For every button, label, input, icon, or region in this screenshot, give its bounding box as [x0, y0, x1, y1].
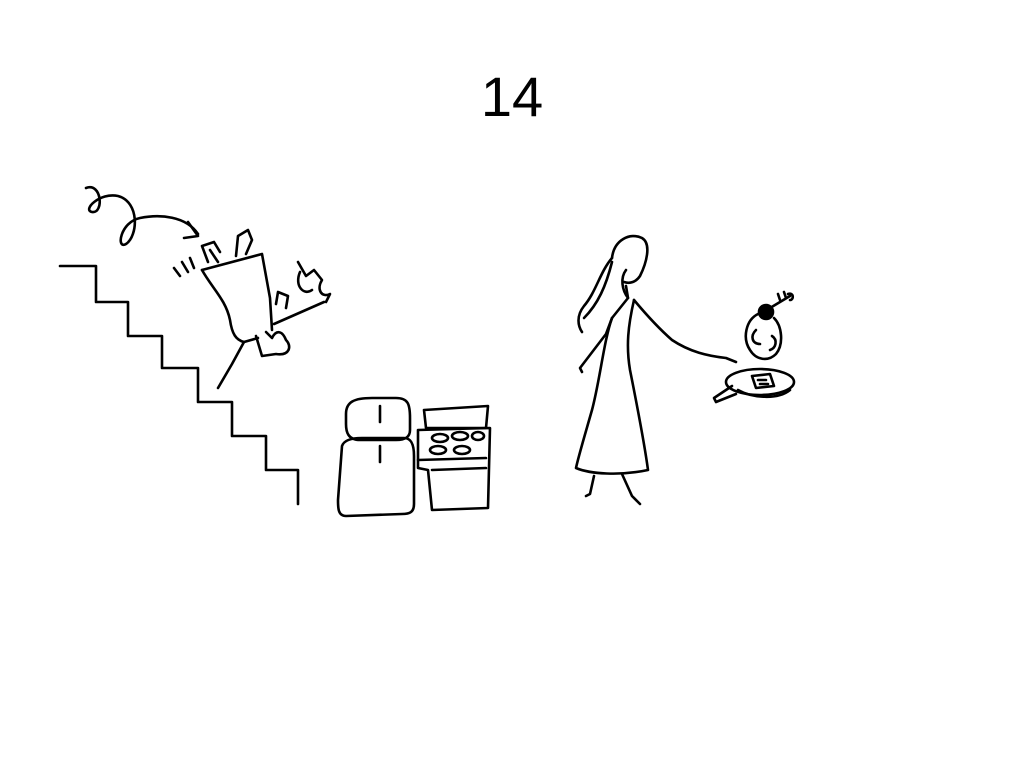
stove — [416, 404, 492, 512]
staircase — [58, 264, 300, 506]
page-number: 14 — [480, 65, 544, 128]
motion-curl — [84, 186, 200, 247]
falling-figure — [200, 228, 332, 390]
woman-figure — [574, 234, 738, 506]
refrigerator — [336, 396, 416, 518]
motion-lines — [172, 256, 196, 278]
key-and-pancake — [744, 290, 795, 361]
frying-pan — [712, 367, 796, 404]
